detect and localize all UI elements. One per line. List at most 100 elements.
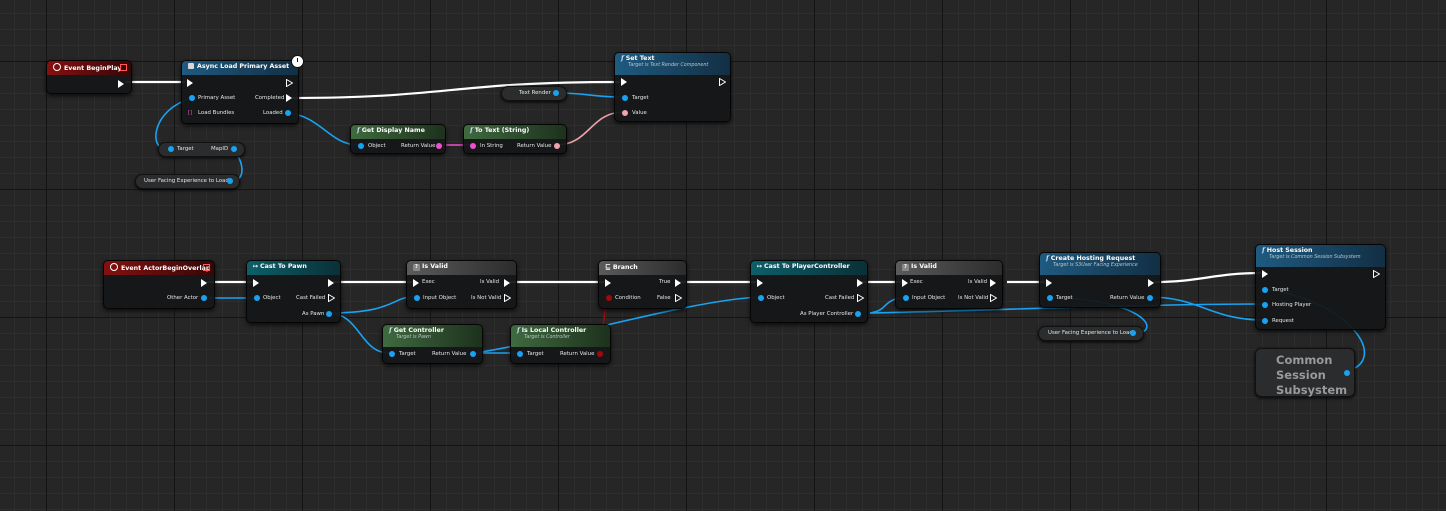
pin-label: Object	[368, 143, 386, 149]
function-icon: f	[357, 127, 360, 134]
text-render-variable[interactable]: Text Render	[501, 86, 567, 101]
target-pin[interactable]	[1262, 287, 1268, 293]
return-value-pin[interactable]	[436, 143, 442, 149]
common-session-subsystem-node[interactable]: Common Session Subsystem	[1255, 348, 1355, 397]
other-actor-pin[interactable]	[201, 295, 207, 301]
exec-out-pin-then[interactable]	[286, 79, 293, 87]
exec-in-pin[interactable]	[413, 279, 419, 287]
function-icon: f	[517, 327, 520, 334]
exec-out-pin[interactable]	[1373, 270, 1380, 278]
pin-label: Return Value	[560, 351, 595, 357]
exec-in-pin[interactable]	[757, 279, 763, 287]
function-icon: f	[1262, 247, 1265, 254]
exec-in-pin[interactable]	[187, 79, 193, 87]
exec-out-pin[interactable]	[201, 279, 207, 287]
completed-exec-pin[interactable]	[286, 94, 292, 102]
node-title: Branch	[612, 264, 638, 271]
input-object-pin[interactable]	[903, 295, 909, 301]
branch-node[interactable]: ⊑Branch Condition True False	[598, 260, 687, 309]
input-object-pin[interactable]	[414, 295, 420, 301]
async-load-primary-asset-node[interactable]: Async Load Primary Asset Primary Asset […	[181, 60, 299, 124]
variable-label: Text Render	[519, 90, 551, 96]
pin-label: Target	[177, 146, 194, 152]
subsystem-out-pin[interactable]	[1344, 370, 1350, 376]
user-facing-experience-variable[interactable]: User Facing Experience to Load	[135, 174, 240, 189]
exec-in-pin[interactable]	[902, 279, 908, 287]
variable-out-pin[interactable]	[1130, 330, 1136, 336]
request-pin[interactable]	[1262, 318, 1268, 324]
break-struct-node[interactable]: Target MapID	[158, 142, 245, 157]
cast-failed-exec-pin[interactable]	[328, 294, 335, 302]
is-valid-exec-pin[interactable]	[504, 279, 510, 287]
hosting-player-pin[interactable]	[1262, 302, 1268, 308]
false-exec-pin[interactable]	[675, 294, 682, 302]
exec-in-pin[interactable]	[1262, 270, 1268, 278]
exec-in-pin[interactable]	[1046, 279, 1052, 287]
cast-to-pawn-node[interactable]: ↦Cast To Pawn Object Cast Failed As Pawn	[246, 260, 341, 323]
is-not-valid-exec-pin[interactable]	[504, 294, 511, 302]
exec-in-pin[interactable]	[605, 279, 611, 287]
pin-label: Completed	[255, 95, 285, 101]
object-pin[interactable]	[758, 295, 764, 301]
exec-in-pin[interactable]	[253, 279, 259, 287]
event-actor-begin-overlap-node[interactable]: Event ActorBeginOverlap Other Actor	[103, 260, 215, 309]
pin-label: Input Object	[912, 295, 946, 301]
mapid-pin[interactable]	[231, 146, 237, 152]
return-value-pin[interactable]	[1147, 295, 1153, 301]
user-facing-experience-variable[interactable]: User Facing Experience to Load	[1038, 326, 1144, 341]
is-valid-node[interactable]: ?Is Valid Exec Input Object Is Valid Is …	[406, 260, 517, 309]
pin-label: Primary Asset	[198, 95, 236, 101]
return-value-pin[interactable]	[554, 143, 560, 149]
target-pin[interactable]	[389, 351, 395, 357]
primary-asset-pin[interactable]	[189, 95, 195, 101]
exec-out-pin[interactable]	[857, 279, 863, 287]
target-pin[interactable]	[517, 351, 523, 357]
macro-icon: ?	[902, 264, 909, 271]
condition-pin[interactable]	[606, 295, 612, 301]
node-subtitle: Target is Pawn	[396, 335, 431, 340]
value-pin[interactable]	[622, 110, 628, 116]
exec-out-pin[interactable]	[328, 279, 334, 287]
pin-label: Exec	[910, 279, 923, 285]
in-string-pin[interactable]	[470, 143, 476, 149]
node-subtitle: Target is Text Render Component	[628, 63, 709, 68]
cast-failed-exec-pin[interactable]	[857, 294, 864, 302]
exec-out-pin[interactable]	[719, 78, 726, 86]
pin-label: Return Value	[432, 351, 467, 357]
pin-label: Is Not Valid	[471, 295, 502, 301]
latent-clock-icon	[291, 55, 304, 68]
variable-out-pin[interactable]	[227, 178, 233, 184]
node-subtitle: Target is Controller	[524, 335, 570, 340]
node-title: Cast To PlayerController	[764, 263, 850, 270]
variable-out-pin[interactable]	[553, 90, 559, 96]
target-pin[interactable]	[168, 146, 174, 152]
true-exec-pin[interactable]	[675, 279, 681, 287]
is-valid-node[interactable]: ?Is Valid Exec Input Object Is Valid Is …	[895, 260, 1003, 309]
target-pin[interactable]	[622, 95, 628, 101]
event-begin-play-node[interactable]: Event BeginPlay	[46, 60, 132, 94]
function-icon: f	[621, 55, 624, 62]
exec-out-pin[interactable]	[1148, 279, 1154, 287]
is-valid-exec-pin[interactable]	[990, 279, 996, 287]
object-pin[interactable]	[358, 143, 364, 149]
pin-label: Other Actor	[167, 295, 199, 301]
cast-to-player-controller-node[interactable]: ↦Cast To PlayerController Object Cast Fa…	[750, 260, 868, 323]
as-player-controller-pin[interactable]	[855, 311, 861, 317]
exec-in-pin[interactable]	[621, 78, 627, 86]
branch-icon: ⊑	[605, 263, 611, 271]
exec-out-pin[interactable]	[118, 80, 124, 88]
object-pin[interactable]	[254, 295, 260, 301]
target-pin[interactable]	[1047, 295, 1053, 301]
loaded-pin[interactable]	[285, 110, 291, 116]
is-not-valid-exec-pin[interactable]	[990, 294, 997, 302]
return-value-pin[interactable]	[470, 351, 476, 357]
as-pawn-pin[interactable]	[326, 311, 332, 317]
return-value-pin[interactable]	[597, 351, 603, 357]
